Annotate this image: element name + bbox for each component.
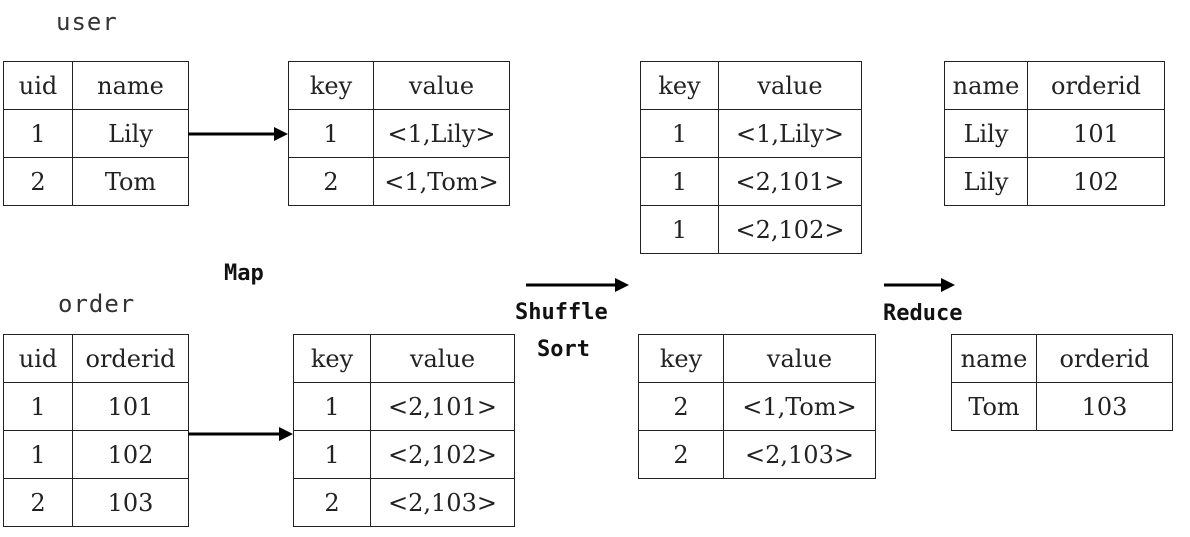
order-table-caption: order	[58, 290, 136, 318]
column-header: key	[293, 334, 371, 383]
table-cell: 102	[1027, 157, 1165, 206]
table-cell: 2	[3, 157, 73, 206]
table-row: 1 <2,101>	[640, 157, 862, 206]
table-cell: 2	[288, 157, 374, 206]
table-row: Lily 102	[944, 157, 1165, 206]
table-row: 1 <2,102>	[640, 205, 862, 254]
table-row: 2 <1,Tom>	[288, 157, 510, 206]
table-cell: 2	[3, 478, 73, 527]
table-row: 1 <2,102>	[293, 430, 515, 479]
table-cell: Tom	[951, 382, 1037, 431]
table-cell: 1	[3, 430, 73, 479]
table-cell: Lily	[72, 109, 189, 158]
column-header: uid	[3, 61, 73, 110]
shuffle-key2-table: key value 2 <1,Tom> 2 <2,103>	[638, 334, 876, 479]
table-cell: <1,Lily>	[718, 109, 862, 158]
table-row: Lily 101	[944, 109, 1165, 158]
user-table: uid name 1 Lily 2 Tom	[3, 61, 189, 206]
reduce-key1-table: name orderid Lily 101 Lily 102	[944, 61, 1165, 206]
table-cell: <1,Tom>	[373, 157, 510, 206]
reduce-step-label: Reduce	[883, 301, 963, 326]
table-cell: Tom	[72, 157, 189, 206]
table-row: 1 102	[3, 430, 189, 479]
table-cell: 101	[1027, 109, 1165, 158]
sort-step-label: Sort	[537, 337, 590, 362]
table-row: 1 Lily	[3, 109, 189, 158]
table-cell: 1	[640, 205, 719, 254]
table-row: 2 <2,103>	[293, 478, 515, 527]
map-user-table: key value 1 <1,Lily> 2 <1,Tom>	[288, 61, 510, 206]
column-header: name	[951, 334, 1037, 383]
reduce-key2-table: name orderid Tom 103	[951, 334, 1173, 431]
table-row: 1 101	[3, 382, 189, 431]
column-header: key	[288, 61, 374, 110]
column-header: orderid	[72, 334, 189, 383]
table-cell: Lily	[944, 109, 1028, 158]
column-header: value	[718, 61, 862, 110]
column-header: name	[944, 61, 1028, 110]
shuffle-arrow	[526, 278, 629, 292]
table-cell: 103	[72, 478, 189, 527]
table-cell: <2,103>	[370, 478, 515, 527]
table-cell: 101	[72, 382, 189, 431]
table-header-row: name orderid	[951, 334, 1173, 383]
table-cell: 1	[640, 157, 719, 206]
map-order-arrow	[188, 427, 293, 441]
table-cell: 103	[1036, 382, 1173, 431]
table-header-row: key value	[293, 334, 515, 383]
table-row: Tom 103	[951, 382, 1173, 431]
table-header-row: name orderid	[944, 61, 1165, 110]
table-cell: 102	[72, 430, 189, 479]
map-step-label: Map	[224, 261, 264, 286]
shuffle-key1-table: key value 1 <1,Lily> 1 <2,101> 1 <2,102>	[640, 61, 862, 254]
column-header: value	[373, 61, 510, 110]
order-table: uid orderid 1 101 1 102 2 103	[3, 334, 189, 527]
table-cell: 2	[293, 478, 371, 527]
table-row: 2 <1,Tom>	[638, 382, 876, 431]
column-header: orderid	[1027, 61, 1165, 110]
column-header: value	[370, 334, 515, 383]
table-cell: 1	[640, 109, 719, 158]
shuffle-step-label: Shuffle	[515, 300, 608, 325]
table-cell: <1,Lily>	[373, 109, 510, 158]
table-row: 2 103	[3, 478, 189, 527]
column-header: orderid	[1036, 334, 1173, 383]
column-header: key	[638, 334, 724, 383]
table-header-row: key value	[288, 61, 510, 110]
table-cell: <1,Tom>	[723, 382, 876, 431]
map-order-table: key value 1 <2,101> 1 <2,102> 2 <2,103>	[293, 334, 515, 527]
table-row: 1 <1,Lily>	[288, 109, 510, 158]
map-user-arrow	[188, 127, 288, 141]
reduce-arrow	[884, 278, 955, 292]
table-header-row: key value	[640, 61, 862, 110]
table-cell: <2,101>	[370, 382, 515, 431]
column-header: key	[640, 61, 719, 110]
table-row: 1 <1,Lily>	[640, 109, 862, 158]
user-table-caption: user	[56, 8, 118, 36]
table-row: 2 Tom	[3, 157, 189, 206]
table-cell: <2,102>	[718, 205, 862, 254]
table-cell: <2,103>	[723, 430, 876, 479]
table-row: 2 <2,103>	[638, 430, 876, 479]
table-header-row: uid name	[3, 61, 189, 110]
table-cell: <2,101>	[718, 157, 862, 206]
